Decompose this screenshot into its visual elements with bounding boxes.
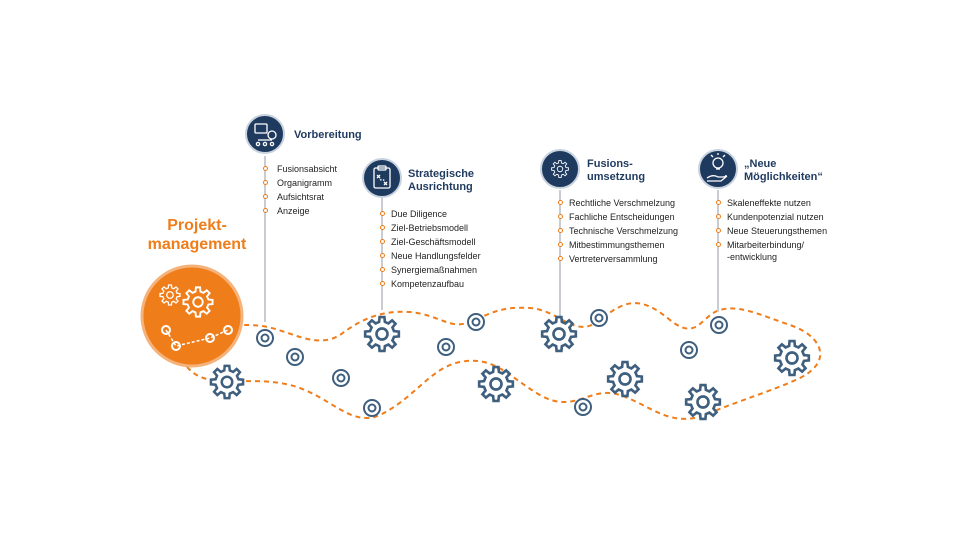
- stage-title-line: „Neue: [744, 158, 777, 170]
- list-bullet: [380, 225, 385, 230]
- chain-node: [590, 309, 608, 327]
- chain-gear-icon: [540, 315, 578, 353]
- list-bullet: [558, 256, 563, 261]
- stage-title-line: Fusions-: [587, 158, 633, 170]
- project-management-title: Projekt- management: [132, 216, 262, 254]
- list-bullet: [558, 214, 563, 219]
- list-item: Neue Steuerungsthemen: [727, 226, 828, 236]
- project-management-gears-icon: [140, 264, 244, 368]
- list-bullet: [380, 267, 385, 272]
- chain-gear-icon: [477, 365, 515, 403]
- stage-title-vorbereitung: Vorbereitung: [294, 129, 362, 142]
- list-item: Fachliche Entscheidungen: [569, 212, 675, 222]
- list-item: Kundenpotenzial nutzen: [727, 212, 824, 222]
- list-item-continuation: -entwicklung: [727, 252, 778, 262]
- chain-path: [163, 302, 822, 420]
- list-item: Kompetenzaufbau: [391, 279, 465, 289]
- list-item: Fusionsabsicht: [277, 164, 338, 174]
- stage-title-line: Vorbereitung: [294, 129, 362, 141]
- list-item: Due Diligence: [391, 209, 448, 219]
- list-item: Rechtliche Verschmelzung: [569, 198, 676, 208]
- list-item: Aufsichtsrat: [277, 192, 325, 202]
- list-bullet: [263, 180, 268, 185]
- chain-node: [710, 316, 728, 334]
- stage-title-line: Möglichkeiten“: [744, 171, 823, 183]
- list-bullet: [558, 228, 563, 233]
- strategy-clipboard-icon: [362, 158, 402, 198]
- list-item: Organigramm: [277, 178, 333, 188]
- list-item: Skaleneffekte nutzen: [727, 198, 811, 208]
- chain-node: [286, 348, 304, 366]
- lightbulb-hand-icon: [698, 149, 738, 189]
- list-bullet: [558, 242, 563, 247]
- list-bullet: [380, 281, 385, 286]
- list-bullet: [380, 253, 385, 258]
- chain-gear-icon: [773, 339, 811, 377]
- stage-title-line: umsetzung: [587, 171, 646, 183]
- chain-node: [332, 369, 350, 387]
- list-item: Synergiemaßnahmen: [391, 265, 478, 275]
- list-item: Anzeige: [277, 206, 310, 216]
- chain-gear-icon: [363, 315, 401, 353]
- list-item: Vertreterversammlung: [569, 254, 658, 264]
- chain-gear-icon: [606, 360, 644, 398]
- list-item: Neue Handlungsfelder: [391, 251, 481, 261]
- network-settings-icon: [245, 114, 285, 154]
- chain-gear-icon: [209, 364, 245, 400]
- list-bullet: [716, 214, 721, 219]
- chain-node: [437, 338, 455, 356]
- list-bullet: [263, 166, 268, 171]
- list-bullet: [716, 200, 721, 205]
- chain-node: [467, 313, 485, 331]
- project-management-title-line2: management: [147, 236, 247, 253]
- list-item: Mitbestimmungsthemen: [569, 240, 665, 250]
- list-bullet: [716, 242, 721, 247]
- gear-icon: [540, 149, 580, 189]
- list-bullet: [380, 239, 385, 244]
- list-bullet: [263, 208, 268, 213]
- list-item: Technische Verschmelzung: [569, 226, 679, 236]
- chain-nodes: [256, 309, 728, 417]
- list-item: Ziel-Betriebsmodell: [391, 223, 469, 233]
- stage-title-line: Ausrichtung: [408, 181, 473, 193]
- list-item: Ziel-Geschäftsmodell: [391, 237, 476, 247]
- stage-title-line: Strategische: [408, 168, 475, 180]
- stage-title-fusionsumsetzung: Fusions- umsetzung: [587, 158, 645, 184]
- chain-node: [680, 341, 698, 359]
- chain-node: [363, 399, 381, 417]
- stage-title-strategische-ausrichtung: Strategische Ausrichtung: [408, 168, 474, 194]
- project-management-title-line1: Projekt-: [167, 217, 227, 234]
- list-bullet: [716, 228, 721, 233]
- chain-node: [256, 329, 274, 347]
- list-item: Mitarbeiterbindung/: [727, 240, 805, 250]
- list-bullet: [380, 211, 385, 216]
- list-bullet: [263, 194, 268, 199]
- chain-node: [574, 398, 592, 416]
- chain-gear-icon: [684, 383, 722, 421]
- stage-title-neue-moeglichkeiten: „Neue Möglichkeiten“: [744, 158, 823, 184]
- list-bullet: [558, 200, 563, 205]
